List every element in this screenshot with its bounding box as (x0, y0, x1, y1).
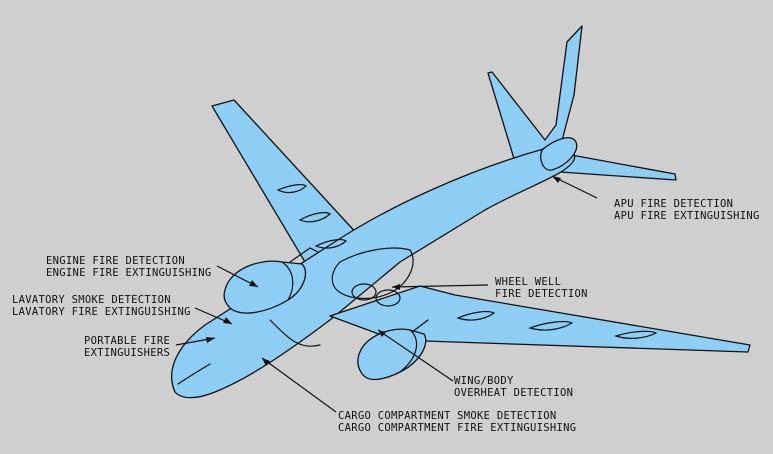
label-cargo-line2: CARGO COMPARTMENT FIRE EXTINGUISHING (338, 422, 577, 434)
flap-fairing-3 (314, 239, 347, 249)
leader-wheel-well (391, 284, 489, 288)
flap-fairing-2 (298, 212, 331, 223)
arrowhead-wheel-well (392, 284, 400, 290)
left-pylon (289, 247, 319, 263)
label-wing-body-line1: WING/BODY (454, 375, 514, 387)
cargo-section-line (269, 319, 321, 347)
leader-cargo (261, 357, 337, 413)
label-engine-line1: ENGINE FIRE DETECTION (46, 255, 186, 267)
arrowhead-cargo (262, 358, 270, 366)
arrowhead-wing-body (378, 330, 386, 337)
arrowhead-apu (552, 176, 561, 183)
flap-fairing-5 (528, 321, 574, 331)
flap-fairing-4 (456, 311, 496, 321)
label-lavatory-line1: LAVATORY SMOKE DETECTION (12, 294, 171, 306)
arrowhead-engine (249, 280, 258, 287)
label-portable-line2: EXTINGUISHERS (84, 347, 171, 359)
fuselage (171, 146, 576, 399)
label-wheel-well: WHEEL WELL FIRE DETECTION (495, 276, 588, 300)
label-portable: PORTABLE FIRE EXTINGUISHERS (84, 335, 170, 359)
label-portable-line1: PORTABLE FIRE (84, 335, 171, 347)
wheel-well-right (375, 289, 401, 307)
flap-fairing-6 (614, 330, 658, 339)
arrowhead-lavatory (223, 317, 232, 324)
leader-wing-body (377, 329, 454, 382)
left-wing (211, 99, 361, 263)
label-wing-body-line2: OVERHEAT DETECTION (454, 387, 574, 399)
label-wheel-well-line1: WHEEL WELL (495, 276, 562, 288)
label-lavatory-line2: LAVATORY FIRE EXTINGUISHING (12, 306, 191, 318)
cockpit-line (177, 363, 211, 385)
label-wing-body: WING/BODY OVERHEAT DETECTION (454, 375, 573, 399)
apu-tail-cone (540, 137, 578, 171)
flap-fairing-1 (276, 184, 307, 194)
arrowhead-portable (206, 337, 215, 343)
label-engine-line2: ENGINE FIRE EXTINGUISHING (46, 267, 212, 279)
wheel-well-left (351, 283, 377, 301)
label-lavatory: LAVATORY SMOKE DETECTION LAVATORY FIRE E… (12, 294, 191, 318)
label-apu-line2: APU FIRE EXTINGUISHING (614, 210, 760, 222)
label-cargo-line1: CARGO COMPARTMENT SMOKE DETECTION (338, 410, 557, 422)
left-engine-inlet (281, 261, 294, 301)
label-apu-line1: APU FIRE DETECTION (614, 198, 734, 210)
label-apu: APU FIRE DETECTION APU FIRE EXTINGUISHIN… (614, 198, 760, 222)
label-engine: ENGINE FIRE DETECTION ENGINE FIRE EXTING… (46, 255, 212, 279)
wing-body-fairing (331, 247, 414, 299)
right-pylon (411, 319, 429, 333)
label-wheel-well-line2: FIRE DETECTION (495, 288, 588, 300)
label-cargo: CARGO COMPARTMENT SMOKE DETECTION CARGO … (338, 410, 576, 434)
